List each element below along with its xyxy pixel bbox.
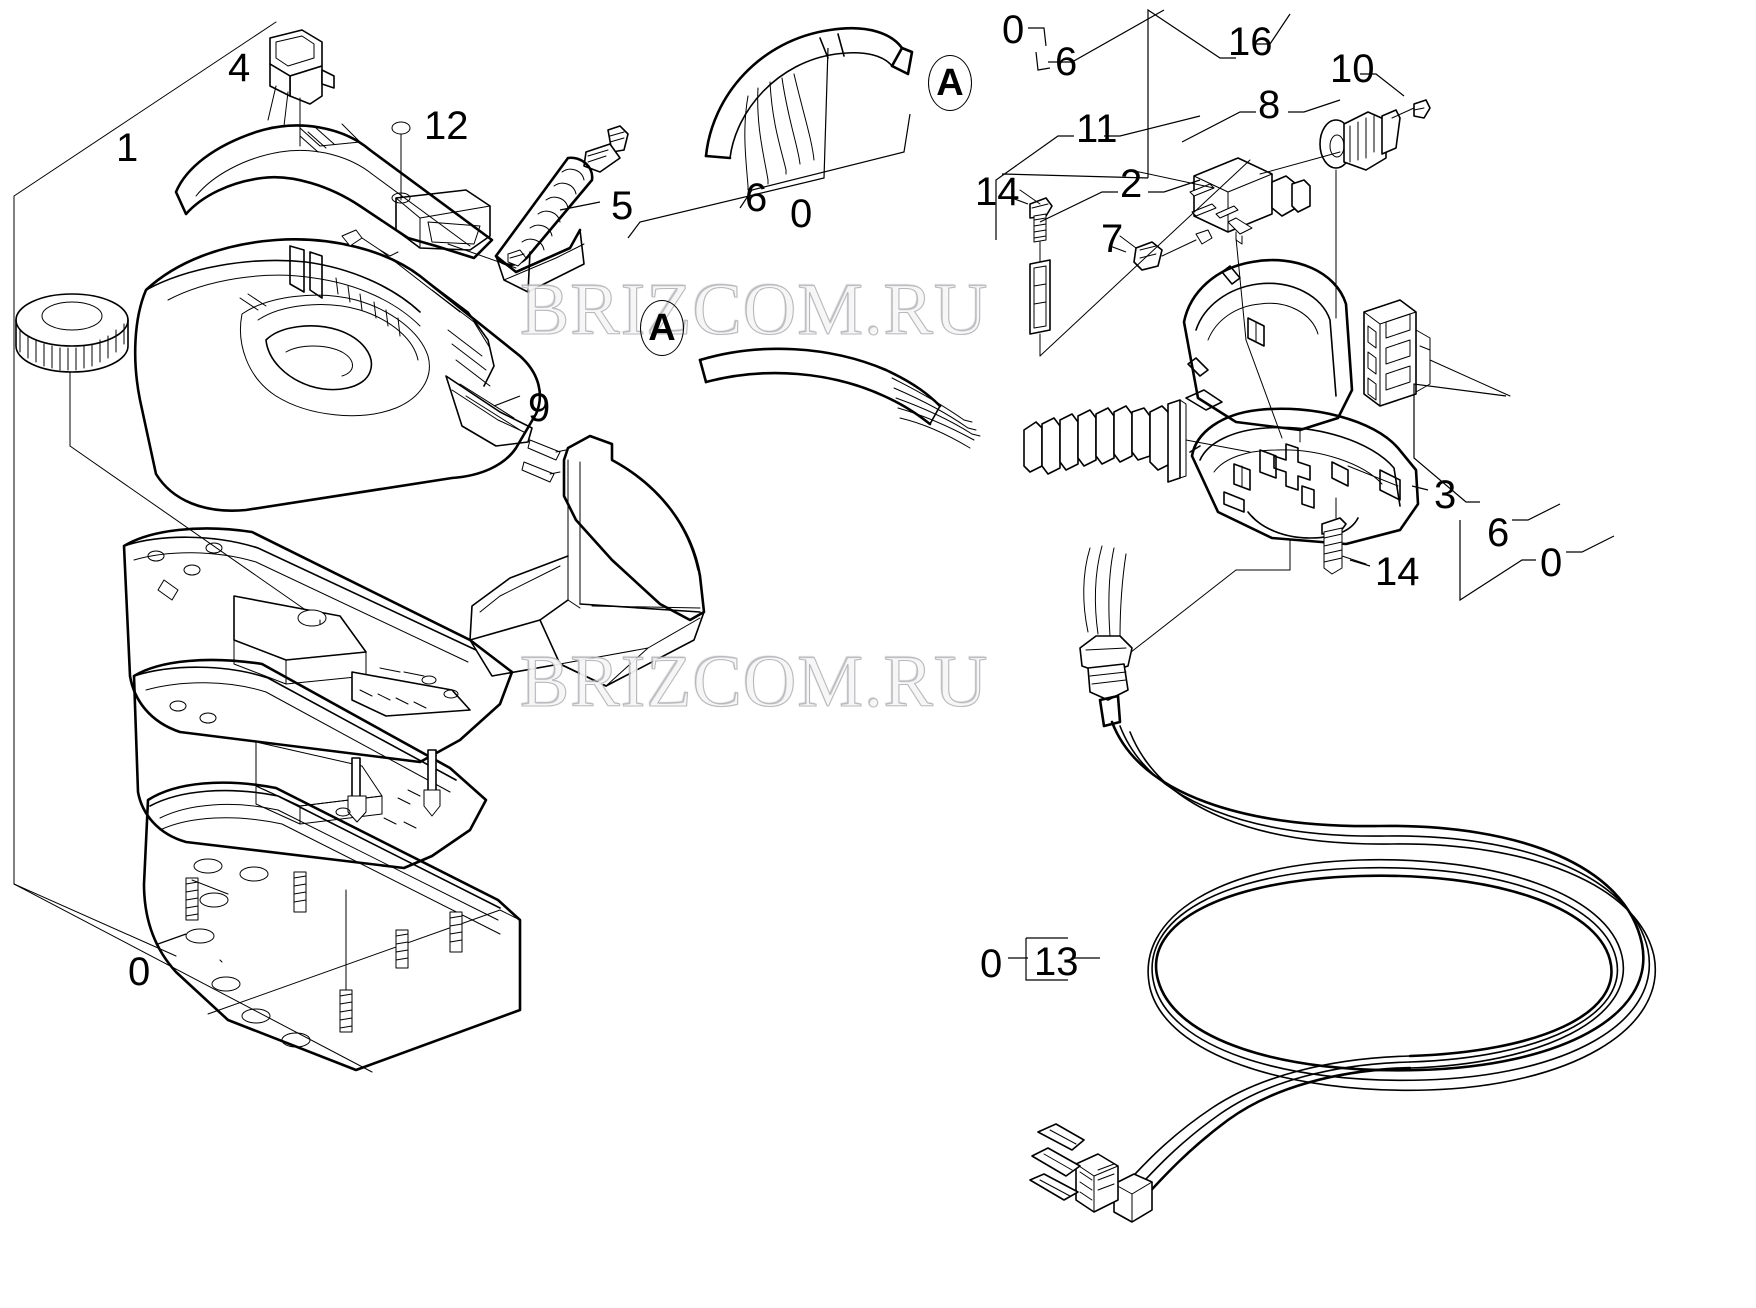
- callout-0-topright: 0: [1002, 8, 1025, 52]
- callout-3: 3: [1434, 473, 1457, 517]
- section-marker-a-top: A: [928, 55, 972, 111]
- callout-14-lower: 14: [1375, 550, 1420, 594]
- callout-4: 4: [228, 46, 251, 90]
- callout-6-topright: 6: [1055, 40, 1078, 84]
- thread-studs: [185, 871, 463, 1033]
- callout-10: 10: [1330, 47, 1375, 91]
- callout-0-shell: 0: [1540, 541, 1563, 585]
- coiled-power-cord: [1110, 720, 1657, 1200]
- callout-8: 8: [1258, 83, 1281, 127]
- valve-plunger: [1259, 99, 1431, 319]
- terminal-block: [1363, 299, 1511, 407]
- callout-1: 1: [116, 126, 139, 170]
- rear-shell-upper-half: [1182, 258, 1354, 443]
- callout-0-cord: 0: [980, 942, 1003, 986]
- section-marker-a-mid-label: A: [648, 306, 676, 349]
- cord-strain-relief-boot: [1079, 545, 1133, 728]
- section-marker-a-mid: A: [640, 300, 684, 356]
- chassis-plate: [122, 527, 514, 764]
- mains-plug: [1029, 1123, 1153, 1223]
- callout-2: 2: [1120, 162, 1143, 206]
- callout-12: 12: [424, 104, 469, 148]
- handle-grip: [174, 121, 494, 260]
- screw-top: [1019, 159, 1251, 357]
- callout-9: 9: [528, 386, 551, 430]
- iron-body-shell: [133, 238, 542, 512]
- coiled-spring-strain-relief: [1023, 399, 1251, 483]
- callout-5: 5: [611, 184, 634, 228]
- push-button-switch: [267, 29, 335, 147]
- section-marker-a-top-label: A: [936, 61, 964, 104]
- callout-11: 11: [1076, 107, 1118, 151]
- group-bracket-lines: [157, 8, 1615, 981]
- callout-0-soleplate: 0: [128, 950, 151, 994]
- hose-strain-relief-grip: [341, 125, 629, 313]
- callout-6-shell: 6: [1487, 511, 1510, 555]
- thermostat-switch-unit: [1119, 157, 1311, 439]
- group-frame-left: [13, 21, 373, 1073]
- callout-6-hose: 6: [745, 176, 768, 220]
- steam-hose-cable-bundle: [704, 26, 914, 191]
- iron-rest-stand: [469, 434, 706, 687]
- rear-shell-lower-half: [1125, 407, 1420, 657]
- callout-13: 13: [1034, 940, 1079, 984]
- wire-harness-cut: [698, 347, 981, 449]
- knurled-cap-knob: [15, 293, 321, 621]
- soleplate: [142, 781, 522, 1072]
- callout-7: 7: [1101, 217, 1124, 261]
- callout-0-hose: 0: [790, 192, 813, 236]
- callout-14-top: 14: [975, 170, 1020, 214]
- callout-16: 16: [1228, 20, 1273, 64]
- screw-lower: [1321, 497, 1367, 575]
